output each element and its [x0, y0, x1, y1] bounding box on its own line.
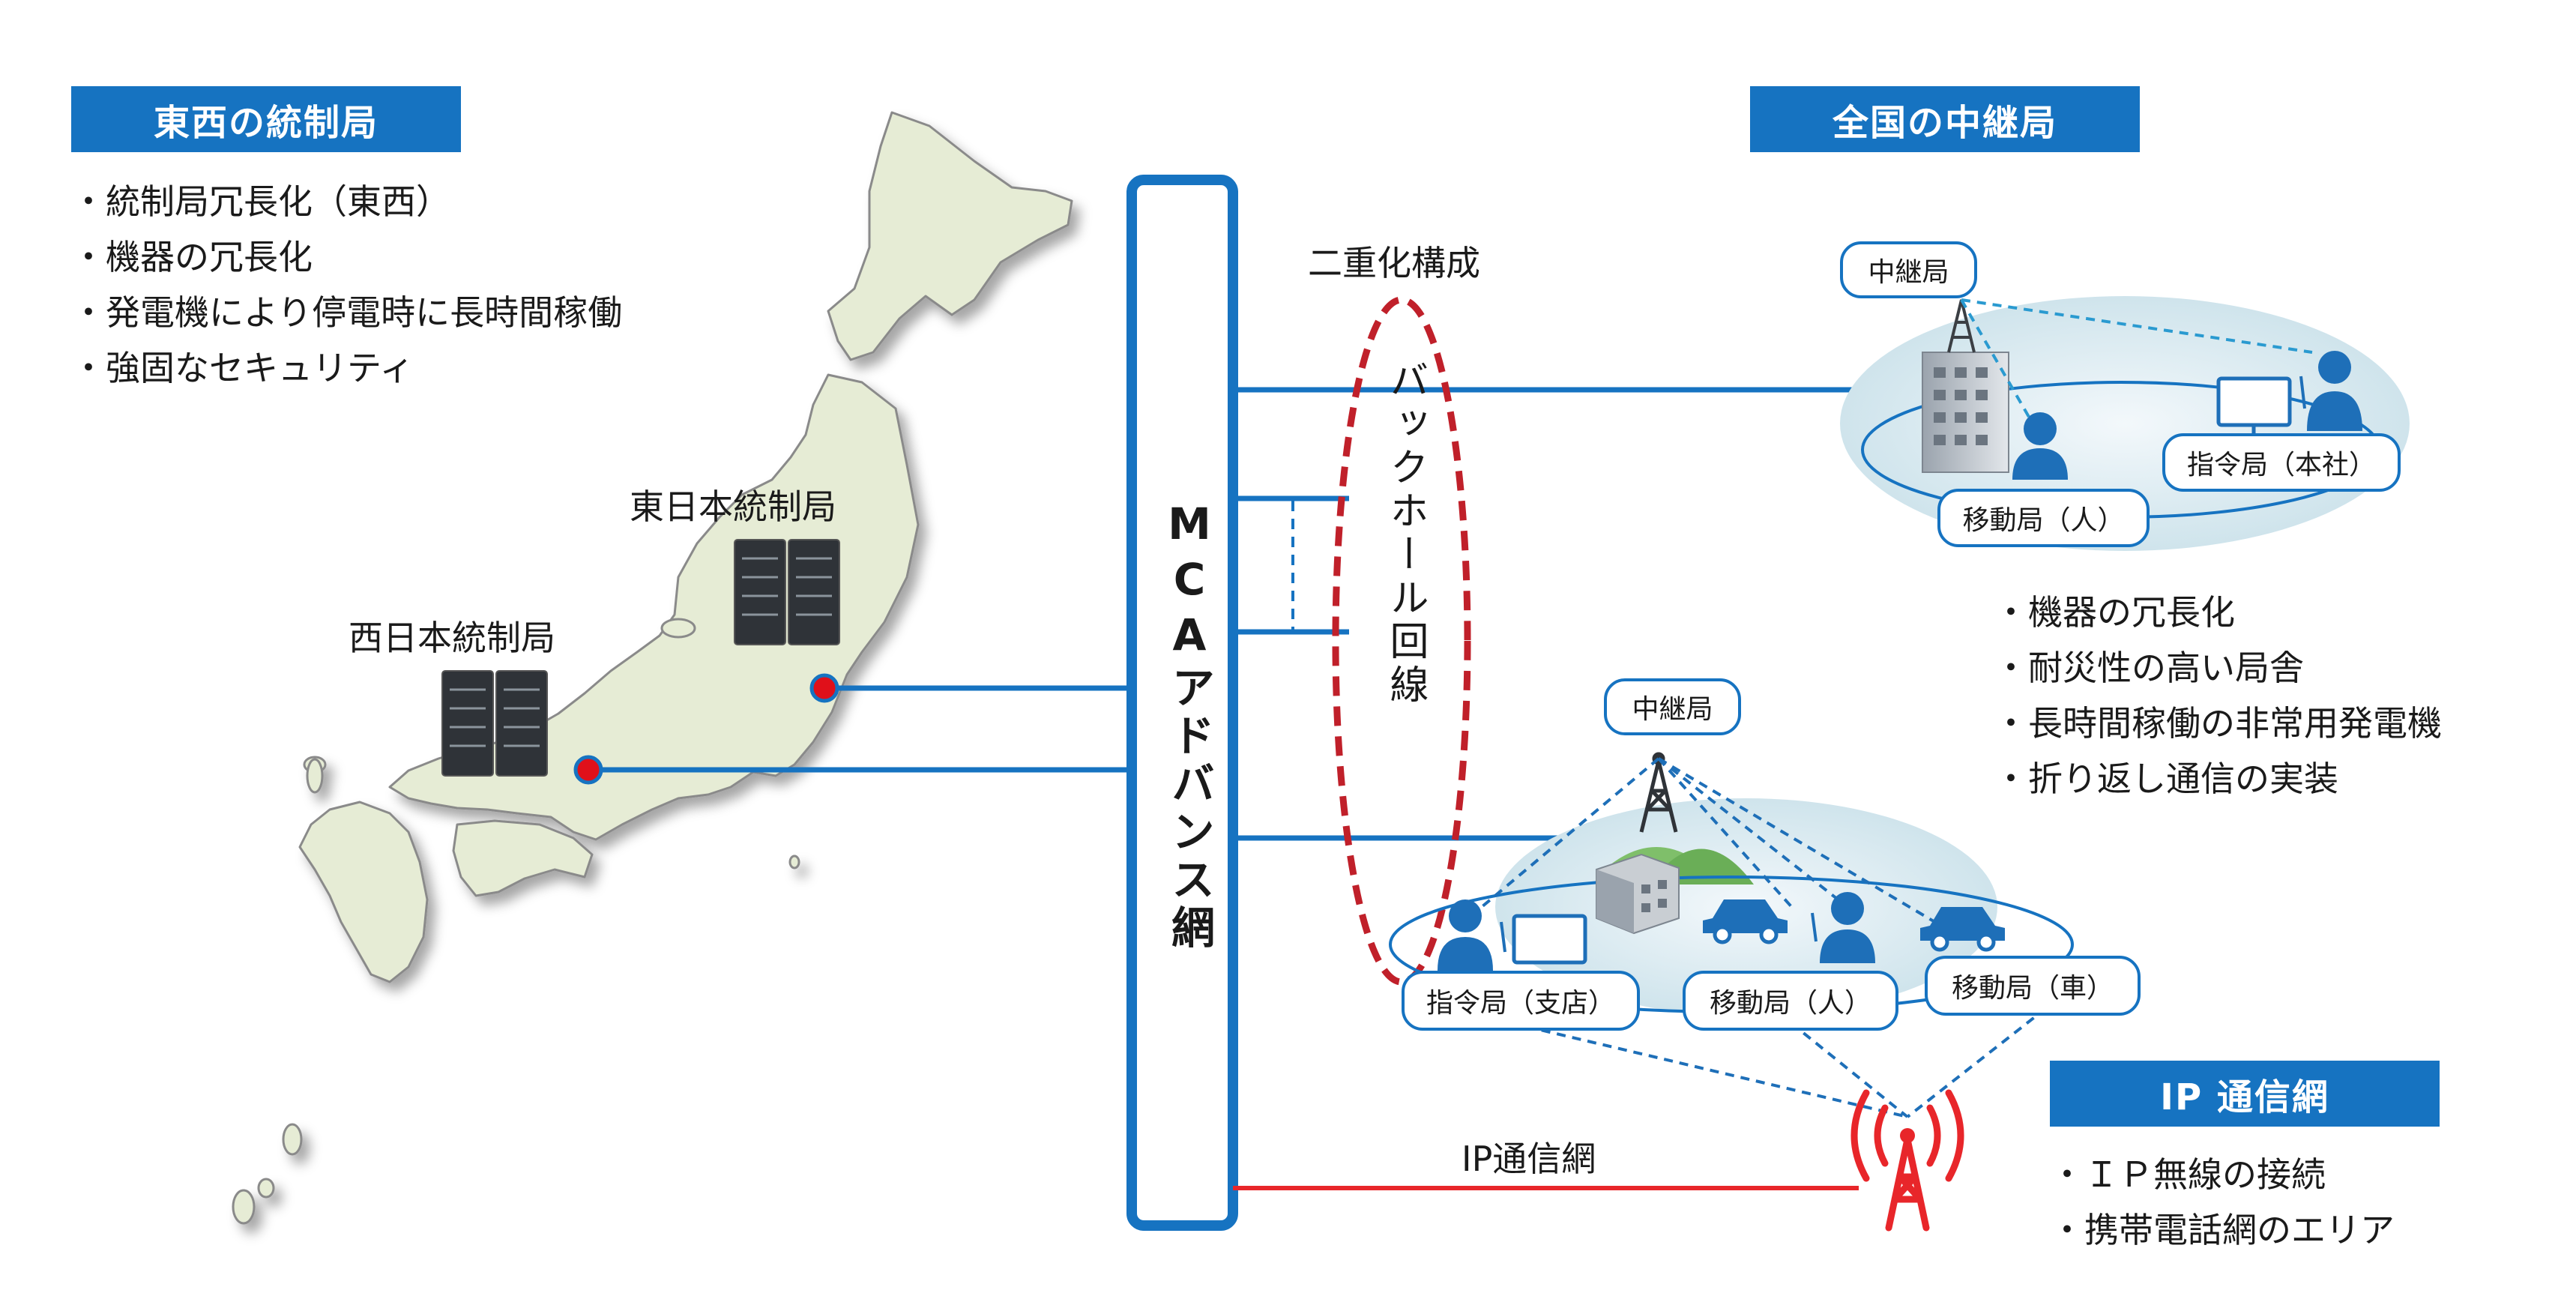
map-izu-island: [788, 855, 800, 870]
mobile-person-top-bubble: 移動局（人）: [1937, 489, 2150, 547]
map-amami-island: [282, 1123, 303, 1156]
ip-feature-item: ＩＰ無線の接続: [2050, 1147, 2395, 1202]
east-control-station-label: 東日本統制局: [630, 486, 836, 527]
mca-network-label: MCAアドバンス網: [1164, 498, 1215, 953]
map-sado-island: [660, 618, 696, 639]
ip-antenna-icon: [1850, 1089, 1964, 1232]
east-station-dot: [809, 673, 839, 703]
mca-network-bar: [1126, 175, 1238, 1231]
control-feature-item: 統制局冗長化（東西）: [71, 174, 622, 229]
map-tokara-island: [257, 1178, 275, 1199]
command-branch-bubble: 指令局（支店）: [1402, 971, 1640, 1031]
duplex-label: 二重化構成: [1308, 243, 1480, 283]
relay-feature-list: 機器の冗長化 耐災性の高い局舎 長時間稼働の非常用発電機 折り返し通信の実装: [1994, 585, 2442, 807]
header-national-relay: 全国の中継局: [1750, 86, 2140, 152]
control-feature-list: 統制局冗長化（東西） 機器の冗長化 発電機により停電時に長時間稼働 強固なセキュ…: [71, 174, 622, 396]
west-control-servers: [441, 670, 548, 777]
map-hokkaido: [827, 111, 1073, 361]
backhaul-label: バックホール回線: [1383, 360, 1428, 708]
west-control-station-label: 西日本統制局: [349, 618, 555, 658]
map-shikoku: [452, 819, 594, 897]
map-honshu: [388, 373, 920, 841]
bottom-mobile-person-icon: [1811, 892, 1875, 963]
relay-feature-item: 耐災性の高い局舎: [1994, 640, 2442, 696]
relay-feature-item: 折り返し通信の実装: [1994, 751, 2442, 807]
bottom-relay-building: [1596, 853, 1680, 935]
east-control-servers: [734, 539, 840, 645]
control-feature-item: 発電機により停電時に長時間稼働: [71, 285, 622, 340]
hq-operator-icon: [2216, 351, 2362, 440]
ip-line-label: IP通信網: [1462, 1139, 1596, 1179]
map-okinawa-island: [232, 1189, 256, 1225]
ip-feature-item: 携帯電話網のエリア: [2050, 1202, 2395, 1258]
relay-feature-item: 機器の冗長化: [1994, 585, 2442, 640]
top-mobile-person-icon: [2012, 412, 2068, 480]
relay-bottom-bubble: 中継局: [1604, 678, 1741, 735]
japan-map: [232, 111, 1073, 1225]
relay-feature-item: 長時間稼働の非常用発電機: [1994, 696, 2442, 751]
mobile-car-bubble: 移動局（車）: [1925, 956, 2141, 1016]
top-relay-building: [1922, 299, 2009, 473]
west-station-dot: [573, 755, 603, 785]
command-hq-bubble: 指令局（本社）: [2162, 433, 2401, 492]
relay-top-bubble: 中継局: [1840, 241, 1977, 298]
backhaul-ellipse: [1332, 296, 1471, 986]
control-feature-item: 強固なセキュリティ: [71, 340, 622, 396]
car-icon-2: [1920, 907, 2005, 952]
header-ip-network: IP 通信網: [2050, 1061, 2440, 1127]
ip-feature-list: ＩＰ無線の接続 携帯電話網のエリア: [2050, 1147, 2395, 1258]
car-icon: [1703, 899, 1788, 944]
ip-dashed-links: [1479, 1007, 2048, 1118]
mobile-person-bottom-bubble: 移動局（人）: [1683, 971, 1898, 1031]
map-kyushu: [298, 801, 429, 983]
control-feature-item: 機器の冗長化: [71, 229, 622, 285]
header-east-west-control: 東西の統制局: [71, 86, 461, 152]
branch-operator-icon: [1438, 899, 1587, 971]
map-tsushima-island: [306, 758, 324, 794]
